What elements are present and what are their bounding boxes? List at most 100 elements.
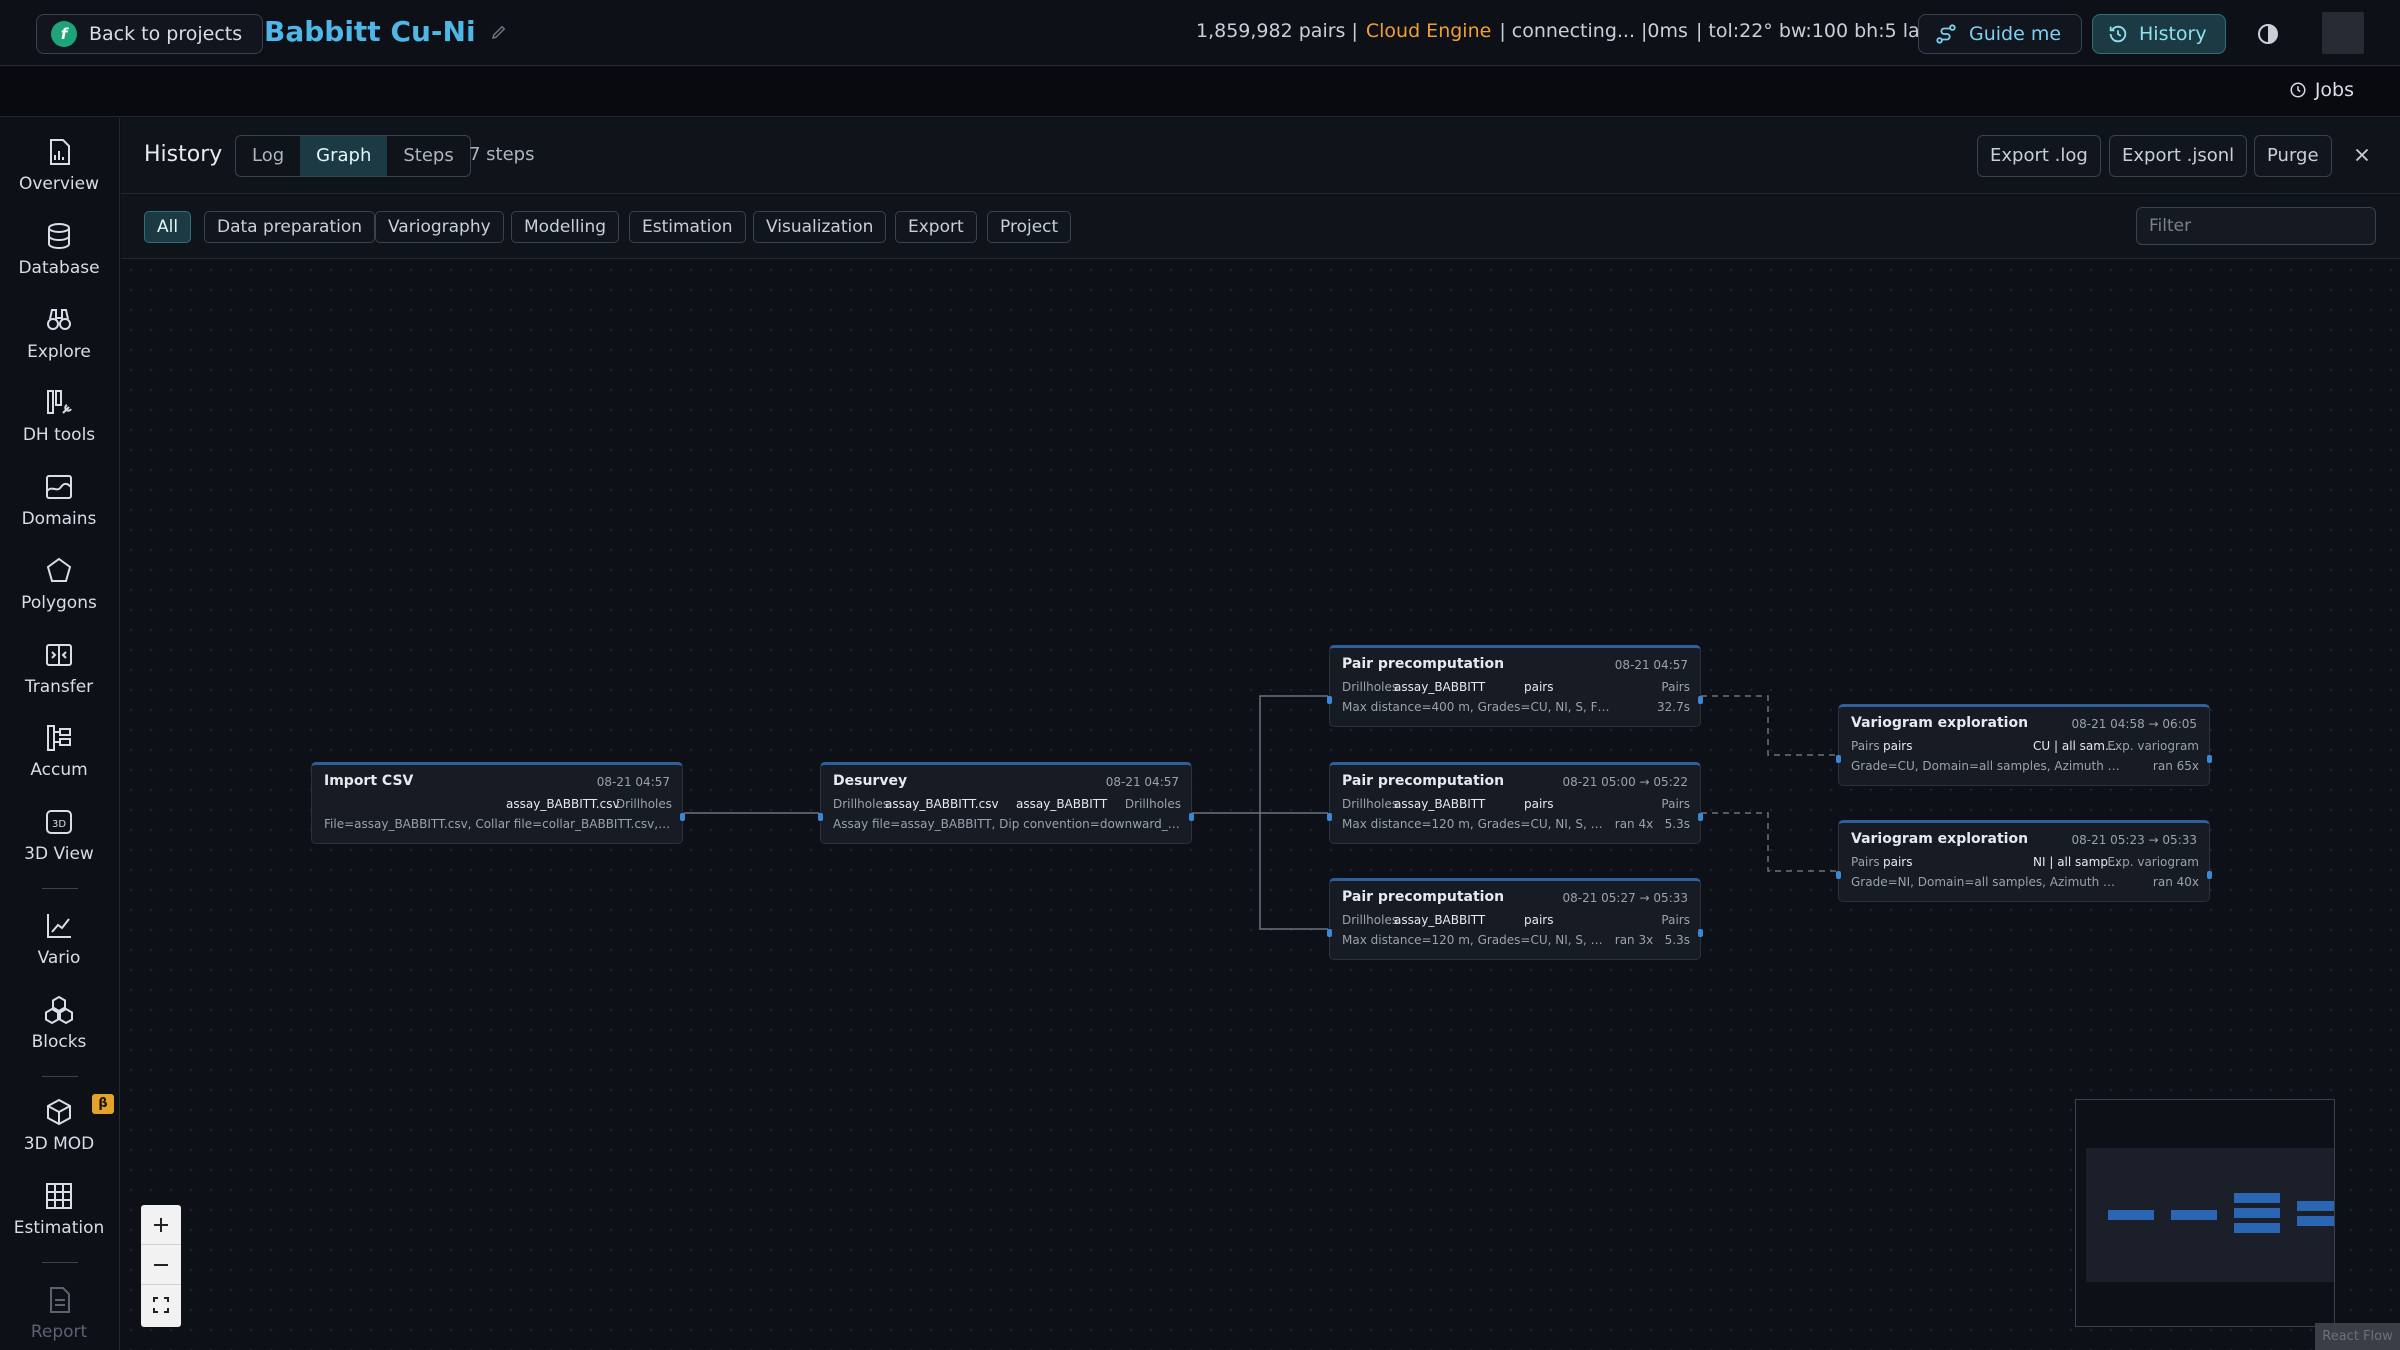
sidebar-label: Explore bbox=[27, 342, 91, 362]
filter-chip-data-preparation[interactable]: Data preparation bbox=[204, 211, 376, 243]
sidebar-item-transfer[interactable]: Transfer bbox=[0, 639, 118, 715]
history-node-pair-precomputation-2[interactable]: Pair precomputation 08-21 05:00 → 05:22 … bbox=[1327, 762, 1703, 844]
node-output-label: Drillholes bbox=[615, 797, 672, 811]
history-clock-icon bbox=[2109, 25, 2127, 43]
database-icon bbox=[48, 223, 70, 250]
sidebar-label: Vario bbox=[37, 948, 81, 968]
edge bbox=[1259, 813, 1328, 930]
domains-icon bbox=[46, 475, 72, 499]
sidebar-item-3d-view[interactable]: 3D 3D View bbox=[0, 806, 118, 882]
output-port[interactable] bbox=[1698, 929, 1703, 937]
input-port[interactable] bbox=[1327, 929, 1332, 937]
node-time: 08-21 04:57 bbox=[1614, 658, 1688, 672]
react-flow-attribution[interactable]: React Flow bbox=[2315, 1323, 2400, 1350]
node-input-label: Drillholes bbox=[1342, 913, 1399, 927]
input-port[interactable] bbox=[1836, 755, 1841, 763]
filter-chip-variography[interactable]: Variography bbox=[375, 211, 504, 243]
edit-pencil-icon[interactable] bbox=[490, 23, 508, 41]
history-button[interactable]: History bbox=[2092, 14, 2226, 54]
edge bbox=[1192, 695, 1328, 814]
node-params-text: Max distance=120 m, Grades=CU, NI, S, FE… bbox=[1342, 933, 1604, 947]
node-io: Pairs pairs NI | all samp... Exp. variog… bbox=[1851, 855, 2199, 871]
node-run-meta: ran 4x 5.3s bbox=[1614, 817, 1690, 831]
node-output-value: NI | all samp... bbox=[2033, 855, 2120, 869]
sidebar-label: DH tools bbox=[22, 425, 96, 445]
node-input-label: Pairs bbox=[1851, 855, 1880, 869]
output-port[interactable] bbox=[1189, 813, 1194, 821]
sidebar-item-blocks[interactable]: Blocks bbox=[0, 994, 118, 1070]
filter-chip-estimation[interactable]: Estimation bbox=[629, 211, 746, 243]
sidebar-item-vario[interactable]: Vario bbox=[0, 910, 118, 986]
sidebar-item-dh-tools[interactable]: DH tools bbox=[0, 387, 118, 463]
history-node-import-csv[interactable]: Import CSV 08-21 04:57 assay_BABBITT.csv… bbox=[311, 762, 685, 844]
history-graph-canvas[interactable]: Import CSV 08-21 04:57 assay_BABBITT.csv… bbox=[121, 260, 2400, 1350]
filter-chip-project[interactable]: Project bbox=[987, 211, 1072, 243]
output-port[interactable] bbox=[2207, 755, 2212, 763]
project-title-text: Babbitt Cu-Ni bbox=[264, 15, 476, 48]
history-node-pair-precomputation-1[interactable]: Pair precomputation 08-21 04:57 Drillhol… bbox=[1327, 645, 1703, 727]
history-node-variogram-exploration-ni[interactable]: Variogram exploration 08-21 05:23 → 05:3… bbox=[1836, 820, 2212, 902]
node-params: Max distance=120 m, Grades=CU, NI, S, FE… bbox=[1342, 817, 1690, 831]
sidebar-label: Domains bbox=[21, 509, 97, 529]
node-output-value: CU | all sam... bbox=[2033, 739, 2117, 753]
output-port[interactable] bbox=[1698, 696, 1703, 704]
input-port[interactable] bbox=[1327, 696, 1332, 704]
tab-graph[interactable]: Graph bbox=[300, 136, 388, 176]
guide-me-button[interactable]: Guide me bbox=[1918, 14, 2083, 54]
history-node-variogram-exploration-cu[interactable]: Variogram exploration 08-21 04:58 → 06:0… bbox=[1836, 704, 2212, 786]
input-port[interactable] bbox=[1836, 871, 1841, 879]
fit-view-button[interactable] bbox=[141, 1285, 181, 1325]
sidebar-item-3d-mod[interactable]: β 3D MOD bbox=[0, 1094, 118, 1172]
node-params: Max distance=400 m, Grades=CU, NI, S, FE… bbox=[1342, 700, 1690, 714]
edge bbox=[1701, 812, 1837, 872]
output-port[interactable] bbox=[680, 813, 685, 821]
filter-chip-export[interactable]: Export bbox=[895, 211, 977, 243]
node-io: Drillholes assay_BABBITT pairs Pairs bbox=[1342, 913, 1690, 929]
3d-view-icon: 3D bbox=[46, 810, 72, 834]
node-input-value: assay_BABBITT bbox=[1394, 680, 1486, 694]
back-to-projects-button[interactable]: f Back to projects bbox=[36, 14, 264, 54]
node-params: Max distance=120 m, Grades=CU, NI, S, FE… bbox=[1342, 933, 1690, 947]
sidebar-label: 3D View bbox=[24, 844, 94, 864]
node-params-text: File=assay_BABBITT.csv, Collar file=coll… bbox=[324, 817, 672, 831]
graph-minimap[interactable] bbox=[2075, 1099, 2335, 1327]
tab-log[interactable]: Log bbox=[252, 145, 285, 166]
user-avatar[interactable] bbox=[2322, 12, 2364, 54]
sidebar-item-polygons[interactable]: Polygons bbox=[0, 555, 118, 631]
sidebar-item-accum[interactable]: Accum bbox=[0, 722, 118, 798]
export-log-button[interactable]: Export .log bbox=[1977, 135, 2101, 177]
input-port[interactable] bbox=[818, 813, 823, 821]
history-title: History bbox=[144, 142, 223, 167]
output-port[interactable] bbox=[2207, 871, 2212, 879]
node-output-label: Pairs bbox=[1661, 913, 1690, 927]
node-run-meta: ran 40x bbox=[2152, 875, 2199, 889]
node-params-text: Grade=CU, Domain=all samples, Azimuth U=… bbox=[1851, 759, 2121, 773]
sidebar-item-domains[interactable]: Domains bbox=[0, 471, 118, 547]
filter-chip-modelling[interactable]: Modelling bbox=[511, 211, 620, 243]
history-node-pair-precomputation-3[interactable]: Pair precomputation 08-21 05:27 → 05:33 … bbox=[1327, 878, 1703, 960]
zoom-in-button[interactable] bbox=[141, 1205, 181, 1245]
edge bbox=[1701, 695, 1837, 756]
output-port[interactable] bbox=[1698, 813, 1703, 821]
node-output-label: Drillholes bbox=[1124, 797, 1181, 811]
history-node-desurvey[interactable]: Desurvey 08-21 04:57 Drillholes assay_BA… bbox=[818, 762, 1194, 844]
theme-toggle-icon[interactable] bbox=[2256, 22, 2280, 46]
overview-icon bbox=[50, 139, 70, 165]
zoom-out-button[interactable] bbox=[141, 1245, 181, 1285]
filter-chip-all[interactable]: All bbox=[144, 211, 192, 243]
sidebar-item-database[interactable]: Database bbox=[0, 220, 118, 296]
sidebar-item-overview[interactable]: Overview bbox=[0, 136, 118, 212]
close-icon[interactable] bbox=[2351, 144, 2373, 166]
input-port[interactable] bbox=[1327, 813, 1332, 821]
export-jsonl-button[interactable]: Export .jsonl bbox=[2109, 135, 2248, 177]
sidebar-label: Polygons bbox=[21, 593, 97, 613]
jobs-button[interactable]: Jobs bbox=[2289, 79, 2354, 101]
sidebar-item-report[interactable]: Report bbox=[0, 1284, 118, 1350]
filter-input[interactable] bbox=[2136, 207, 2376, 245]
filter-chip-visualization[interactable]: Visualization bbox=[753, 211, 887, 243]
sidebar-label: Overview bbox=[18, 174, 100, 194]
tab-steps[interactable]: Steps bbox=[403, 145, 454, 166]
sidebar-item-explore[interactable]: Explore bbox=[0, 304, 118, 380]
sidebar-item-estimation[interactable]: Estimation bbox=[0, 1180, 118, 1256]
purge-button[interactable]: Purge bbox=[2254, 135, 2332, 177]
